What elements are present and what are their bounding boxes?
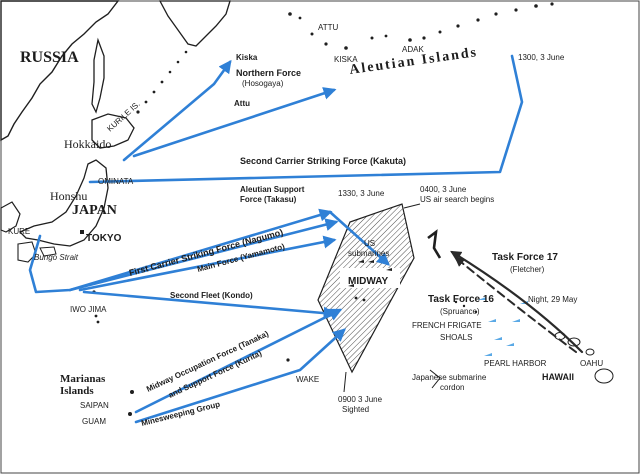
label-french-frigate-2: SHOALS: [440, 333, 472, 342]
label-russia: RUSSIA: [20, 49, 79, 66]
label-marianas-1: Marianas: [60, 373, 106, 385]
label-tf16-cmdr: (Spruance): [440, 307, 480, 316]
label-tf17: Task Force 17: [492, 252, 558, 263]
kurile-islands: [136, 50, 188, 114]
route-midway-occupation: [134, 308, 343, 414]
midway-label-backdrop: [340, 268, 400, 288]
route-second-carrier: [88, 54, 524, 184]
sub-cordon-marker: [429, 369, 441, 389]
label-iwo-jima: IWO JIMA: [70, 305, 107, 314]
route-main-force: [68, 218, 339, 292]
label-french-frigate-1: FRENCH FRIGATE: [412, 321, 482, 330]
search-leader-line: [403, 203, 421, 209]
label-oahu: OAHU: [580, 359, 603, 368]
aleutian-islands: [288, 2, 554, 50]
label-sighted: Sighted: [342, 405, 369, 414]
label-pearl-harbor: PEARL HARBOR: [484, 359, 547, 368]
label-jp-sub-1: Japanese submarine: [412, 373, 487, 382]
label-aleutian-support-1: Aleutian Support: [240, 185, 305, 194]
label-attu-target: Attu: [234, 99, 250, 108]
label-kiska-target: Kiska: [236, 53, 258, 62]
label-adak: ADAK: [402, 45, 424, 54]
pacific-islands: [92, 290, 478, 416]
shikoku-land: [39, 246, 57, 257]
label-time-0900: 0900 3 June: [338, 395, 383, 404]
label-night-29may: Night, 29 May: [528, 295, 577, 304]
label-guam: GUAM: [82, 417, 106, 426]
label-us-air-search: US air search begins: [420, 195, 494, 204]
label-hawaii: HAWAII: [542, 372, 574, 382]
label-aleutian-support-2: Force (Takasu): [240, 195, 297, 204]
route-aleutian-support: [78, 235, 337, 292]
sakhalin-land: [91, 37, 105, 114]
route-minesweeping: [134, 328, 346, 424]
label-time-0400: 0400, 3 June: [420, 185, 467, 194]
sighted-leader-line: [343, 371, 347, 393]
route-tf17: [450, 250, 584, 354]
label-honshu: Honshu: [50, 189, 87, 203]
label-attu-island: ATTU: [318, 23, 339, 32]
label-japan: JAPAN: [72, 203, 117, 218]
label-second-fleet: Second Fleet (Kondo): [170, 291, 253, 300]
label-time-1330: 1330, 3 June: [338, 189, 385, 198]
asian-mainland-land: [0, 0, 120, 142]
label-northern-force: Northern Force: [236, 68, 301, 78]
label-midway: MIDWAY: [348, 276, 389, 287]
route-tf16: [454, 256, 577, 353]
label-wake: WAKE: [296, 375, 319, 384]
label-second-carrier: Second Carrier Striking Force (Kakuta): [240, 156, 406, 166]
route-submarine-approach: [328, 210, 390, 266]
japanese-submarines: [478, 297, 528, 356]
us-sub-hook: [427, 229, 442, 259]
japanese-routes: [28, 54, 524, 424]
label-us-subs-2: submarines: [348, 249, 389, 258]
label-bungo: Bungo Strait: [34, 253, 79, 262]
label-time-1300: 1300, 3 June: [518, 53, 565, 62]
honshu-land: [18, 159, 109, 247]
hokkaido-land: [91, 113, 135, 149]
label-hokkaido: Hokkaido: [64, 137, 111, 151]
label-kiska-island: KISKA: [334, 55, 358, 64]
korea-land: [0, 201, 21, 233]
label-marianas-2: Islands: [60, 385, 94, 397]
label-tf17-cmdr: (Fletcher): [510, 265, 545, 274]
kyushu-land: [17, 241, 37, 263]
route-first-carrier: [28, 208, 333, 294]
label-tf16: Task Force 16: [428, 294, 494, 305]
label-northern-force-cmdr: (Hosogaya): [242, 79, 284, 88]
label-us-subs-1: US: [364, 239, 375, 248]
label-tokyo: TOKYO: [86, 233, 122, 244]
route-second-fleet: [82, 290, 337, 320]
label-saipan: SAIPAN: [80, 401, 109, 410]
route-kiska: [122, 59, 232, 162]
route-attu: [132, 87, 337, 158]
label-kure: KURE: [8, 227, 30, 236]
label-ominata: OMINATA: [98, 177, 134, 186]
kamchatka-land: [158, 0, 231, 47]
tokyo-marker: [80, 230, 84, 234]
label-jp-sub-2: cordon: [440, 383, 464, 392]
us-routes: [450, 250, 584, 354]
